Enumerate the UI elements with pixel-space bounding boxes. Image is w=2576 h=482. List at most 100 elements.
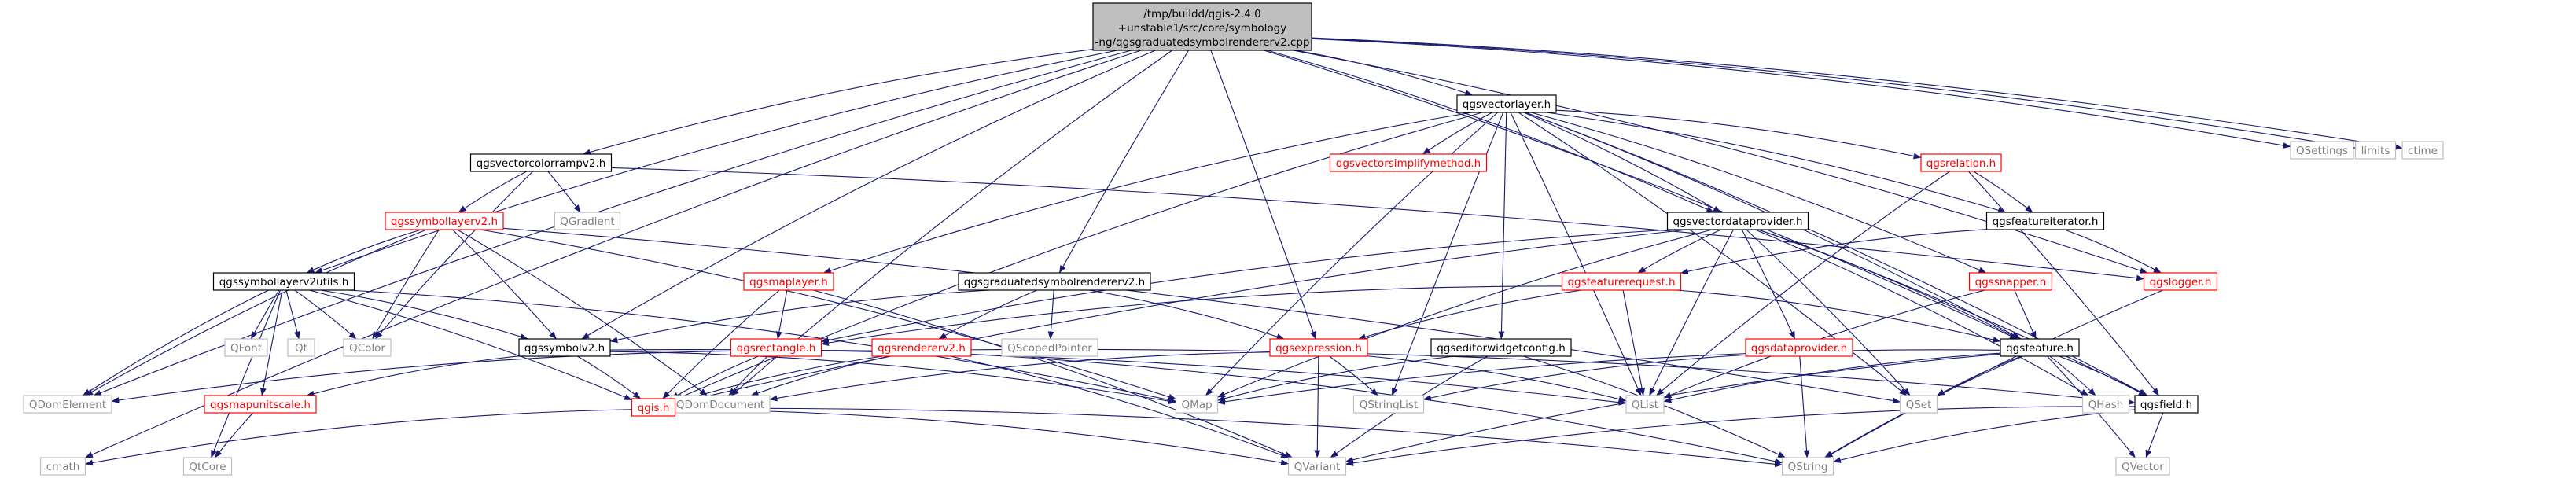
node-label: QHash bbox=[2088, 399, 2124, 411]
edge-root-to-qsettings bbox=[1311, 38, 2291, 149]
node-label: QVector bbox=[2122, 461, 2164, 473]
node-qgsvectordataprovider[interactable]: qgsvectordataprovider.h bbox=[1666, 212, 1809, 230]
node-qgsexpression[interactable]: qgsexpression.h bbox=[1269, 338, 1368, 357]
node-qsettings[interactable]: QSettings bbox=[2290, 141, 2354, 160]
node-qgssymbollayerv2utils[interactable]: qgssymbollayerv2utils.h bbox=[212, 272, 355, 291]
node-label: QFont bbox=[230, 342, 262, 355]
edge-qgsvectordataprovider-to-qhash bbox=[1754, 229, 2089, 396]
node-box bbox=[204, 395, 317, 414]
node-box bbox=[2290, 141, 2354, 160]
edge-qgis-to-qvariant bbox=[675, 408, 1289, 466]
node-limits[interactable]: limits bbox=[2354, 141, 2397, 160]
node-qvector[interactable]: QVector bbox=[2115, 457, 2170, 476]
node-qgsdataprovider[interactable]: qgsdataprovider.h bbox=[1745, 338, 1853, 357]
node-label: QStringList bbox=[1360, 399, 1419, 411]
node-qscopedpointer[interactable]: QScopedPointer bbox=[1001, 338, 1098, 357]
node-qgradient[interactable]: QGradient bbox=[554, 212, 621, 230]
node-qgsfield[interactable]: qgsfield.h bbox=[2134, 395, 2199, 414]
node-label: qgsvectorcolorrampv2.h bbox=[477, 157, 606, 170]
edge-qgssnapper-to-qgsfeature bbox=[2014, 289, 2037, 340]
node-box bbox=[2143, 272, 2218, 291]
node-qgsvectorlayer[interactable]: qgsvectorlayer.h bbox=[1456, 94, 1557, 113]
node-qgssnapper[interactable]: qgssnapper.h bbox=[1968, 272, 2053, 291]
edge-qgsexpression-to-qvariant bbox=[1314, 355, 1321, 458]
node-label: cmath bbox=[46, 461, 80, 473]
edge-qgsvectorcolorrampv2-to-qgslogger bbox=[611, 167, 2144, 281]
node-cmath[interactable]: cmath bbox=[39, 457, 86, 476]
node-qgsfeature[interactable]: qgsfeature.h bbox=[2000, 338, 2080, 357]
edge-qgsfeature-to-qset bbox=[1937, 355, 2022, 396]
edge-qgssymbollayerv2utils-to-qfont bbox=[250, 289, 280, 340]
node-qgsrelation[interactable]: qgsrelation.h bbox=[1920, 153, 2002, 172]
node-box bbox=[224, 338, 268, 357]
node-qhash[interactable]: QHash bbox=[2081, 395, 2130, 414]
node-box bbox=[2354, 141, 2397, 160]
node-qset[interactable]: QSet bbox=[1899, 395, 1938, 414]
node-qgsvectorsimplify[interactable]: qgsvectorsimplifymethod.h bbox=[1329, 153, 1488, 172]
node-label: Qt bbox=[295, 342, 307, 355]
edge-qgis-to-qstring bbox=[675, 407, 1783, 468]
node-qmap[interactable]: QMap bbox=[1175, 395, 1219, 414]
edge-qgssymbollayerv2-to-qset bbox=[502, 227, 1901, 404]
node-qgsgraduatedrendererh[interactable]: qgsgraduatedsymbolrendererv2.h bbox=[958, 272, 1151, 291]
node-qdomdocument[interactable]: QDomDocument bbox=[670, 395, 771, 414]
root-label-line-2: +unstable1/src/core/symbology bbox=[1118, 22, 1286, 35]
node-box bbox=[1968, 272, 2053, 291]
edge-qgsfeature-to-qmap bbox=[1217, 349, 2001, 405]
node-qgsmaplayer[interactable]: qgsmaplayer.h bbox=[743, 272, 834, 291]
node-label: qgsmapunitscale.h bbox=[210, 399, 311, 411]
node-qgsvectorcolorrampv2[interactable]: qgsvectorcolorrampv2.h bbox=[469, 153, 613, 172]
edge-qgsvectorlayer-to-qstringlist bbox=[1391, 112, 1504, 396]
edge-qgsrectangle-to-qdomdocument bbox=[728, 355, 768, 396]
node-qt[interactable]: Qt bbox=[287, 338, 315, 357]
node-qgsrectangle[interactable]: qgsrectangle.h bbox=[730, 338, 822, 357]
edge-qgssymbollayerv2-to-qmap bbox=[480, 229, 1176, 400]
node-qgssymbollayerv2[interactable]: qgssymbollayerv2.h bbox=[385, 212, 504, 230]
node-label: qgis.h bbox=[638, 402, 670, 414]
edge-qgssymbolv2-to-qgsmapunitscale bbox=[306, 355, 520, 397]
node-qstringlist[interactable]: QStringList bbox=[1352, 395, 1425, 414]
node-box bbox=[1985, 212, 2105, 230]
edge-qgssymbollayerv2utils-to-qdomelement bbox=[82, 289, 269, 396]
node-qtcore[interactable]: QtCore bbox=[182, 457, 233, 476]
node-box bbox=[743, 272, 834, 291]
edge-root-to-qgsgraduatedrendererh bbox=[1058, 50, 1190, 274]
node-qgsfeatureiterator[interactable]: qgsfeatureiterator.h bbox=[1985, 212, 2105, 230]
edge-root-to-qgsfeature bbox=[1264, 50, 2018, 340]
node-qstring[interactable]: QString bbox=[1781, 457, 1834, 476]
node-box bbox=[385, 212, 504, 230]
node-label: QString bbox=[1788, 461, 1828, 473]
node-box bbox=[1175, 395, 1219, 414]
edge-qgsrendererv2-to-qdomdocument bbox=[750, 355, 891, 396]
node-ctime[interactable]: ctime bbox=[2401, 141, 2444, 160]
node-label: QMap bbox=[1181, 399, 1212, 411]
edge-qgssymbollayerv2utils-to-qgsmapunitscale bbox=[259, 289, 283, 396]
edge-qgsfeature-to-qhash bbox=[2049, 355, 2096, 396]
edge-qgsrendererv2-to-qgis bbox=[675, 355, 883, 403]
node-qfont[interactable]: QFont bbox=[224, 338, 268, 357]
node-box bbox=[2115, 457, 2170, 476]
node-qdomelement[interactable]: QDomElement bbox=[23, 395, 112, 414]
root-label-line-3: -ng/qgsgraduatedsymbolrendererv2.cpp bbox=[1095, 36, 1310, 49]
node-box bbox=[1456, 94, 1557, 113]
node-qgslogger[interactable]: qgslogger.h bbox=[2143, 272, 2218, 291]
node-qgsmapunitscale[interactable]: qgsmapunitscale.h bbox=[204, 395, 317, 414]
node-box bbox=[1561, 272, 1682, 291]
node-qvariant[interactable]: QVariant bbox=[1287, 457, 1347, 476]
root-file-node[interactable]: /tmp/buildd/qgis-2.4.0 +unstable1/src/co… bbox=[1092, 2, 1312, 51]
edge-qgsrendererv2-to-qvariant bbox=[950, 355, 1289, 458]
node-label: qgsmaplayer.h bbox=[749, 276, 828, 289]
node-qgseditorwidgetconfig[interactable]: qgseditorwidgetconfig.h bbox=[1430, 338, 1572, 357]
edge-qgsrendererv2-to-qgsfield bbox=[970, 348, 2136, 406]
edge-qgsvectordataprovider-to-qgsfeaturerequest bbox=[1637, 229, 1722, 274]
node-qgis[interactable]: qgis.h bbox=[631, 398, 676, 417]
node-qlist[interactable]: QList bbox=[1625, 395, 1665, 414]
node-qgssymbolv2[interactable]: qgssymbolv2.h bbox=[518, 338, 611, 357]
node-label: qgsfeaturerequest.h bbox=[1567, 276, 1675, 289]
node-qcolor[interactable]: QColor bbox=[343, 338, 392, 357]
node-box bbox=[1329, 153, 1488, 172]
node-qgsrendererv2[interactable]: qgsrendererv2.h bbox=[871, 338, 972, 357]
node-qgsfeaturerequest[interactable]: qgsfeaturerequest.h bbox=[1561, 272, 1682, 291]
